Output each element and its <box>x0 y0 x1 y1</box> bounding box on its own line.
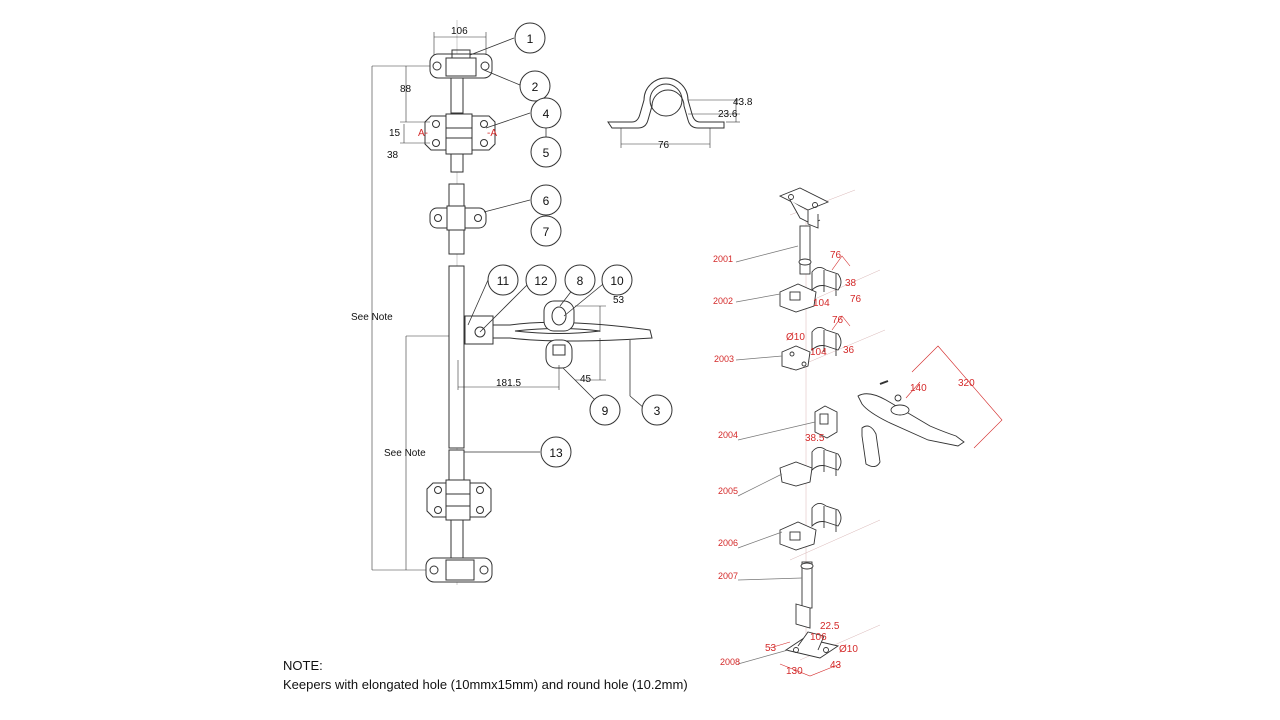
dim-15: 15 <box>389 128 401 139</box>
part-label-2001: 2001 <box>713 254 733 264</box>
balloon-label-10: 10 <box>610 274 624 288</box>
see-note-2: See Note <box>384 448 426 459</box>
balloon-label-9: 9 <box>602 404 609 418</box>
dim-phi10: Ø10 <box>786 332 805 343</box>
section-dimensions: 43.8 23.6 76 <box>658 97 753 151</box>
balloon-label-3: 3 <box>654 404 661 418</box>
balloon-label-8: 8 <box>577 274 584 288</box>
dim-38-5: 38.5 <box>805 433 825 444</box>
part-2006-bearing <box>779 503 842 551</box>
balloon-1 <box>514 22 546 54</box>
see-note-1: See Note <box>351 312 393 323</box>
assembly-dimensions: 106 88 15 38 A- -A See Note See Note 53 … <box>351 26 625 459</box>
dim-e104b: 104 <box>810 347 827 358</box>
dim-106: 106 <box>810 632 827 643</box>
dim-e53: 53 <box>765 643 777 654</box>
balloon-label-7: 7 <box>543 225 550 239</box>
dim-e36: 36 <box>843 345 855 356</box>
dim-22-5: 22.5 <box>820 621 840 632</box>
balloon-label-5: 5 <box>543 146 550 160</box>
balloon-label-1: 1 <box>527 32 534 46</box>
exploded-dimensions: 76 38 104 76 76 Ø10 104 36 140 320 38.5 … <box>765 250 975 677</box>
note-text: Keepers with elongated hole (10mmx15mm) … <box>283 677 688 692</box>
handle-assembly <box>464 300 653 369</box>
dim-e76b: 76 <box>850 294 862 305</box>
balloon-label-4: 4 <box>543 107 550 121</box>
part-2004-lock <box>814 380 965 467</box>
dim-181: 181.5 <box>496 378 521 389</box>
part-2003-bracket <box>781 327 842 371</box>
balloon-13 <box>540 436 572 468</box>
dim-76: 76 <box>658 140 670 151</box>
dim-320: 320 <box>958 378 975 389</box>
balloon-9 <box>589 394 621 426</box>
part-label-2004: 2004 <box>718 430 738 440</box>
balloon-3 <box>641 394 673 426</box>
dim-e38: 38 <box>845 278 857 289</box>
dim-e104a: 104 <box>813 298 830 309</box>
dim-e76c: 76 <box>832 315 844 326</box>
balloon-label-2: 2 <box>532 80 539 94</box>
exploded-view <box>735 187 1003 677</box>
part-2007-rod <box>795 561 814 629</box>
section-mark-left: A- <box>418 128 428 139</box>
balloon-11 <box>487 264 519 296</box>
dim-45: 45 <box>580 374 592 385</box>
dim-43-8: 43.8 <box>733 97 753 108</box>
dim-88: 88 <box>400 84 412 95</box>
lower-bearing <box>426 479 492 521</box>
section-view <box>607 77 740 148</box>
dim-23-6: 23.6 <box>718 109 738 120</box>
dim-top-width: 106 <box>451 26 468 37</box>
part-label-2005: 2005 <box>718 486 738 496</box>
balloon-label-6: 6 <box>543 194 550 208</box>
dim-53: 53 <box>613 295 625 306</box>
dim-43: 43 <box>830 660 842 671</box>
part-label-2003: 2003 <box>714 354 734 364</box>
drawing-note: NOTE: Keepers with elongated hole (10mmx… <box>283 656 688 694</box>
balloon-8 <box>564 264 596 296</box>
bottom-keeper <box>425 557 493 583</box>
assembly-view <box>371 20 653 585</box>
rod-guide <box>429 205 487 231</box>
balloon-label-13: 13 <box>549 446 563 460</box>
part-label-2006: 2006 <box>718 538 738 548</box>
part-2002-bearing <box>779 267 842 313</box>
note-title: NOTE: <box>283 658 323 673</box>
part-2005-bracket <box>779 447 842 487</box>
balloon-label-11: 11 <box>497 274 510 288</box>
balloon-6 <box>530 184 562 216</box>
part-numbers: 2001 2002 2003 2004 2005 2006 2007 2008 <box>713 254 740 667</box>
balloon-2 <box>519 70 551 102</box>
balloon-7 <box>530 215 562 247</box>
balloon-5 <box>530 136 562 168</box>
part-label-2007: 2007 <box>718 571 738 581</box>
balloon-label-12: 12 <box>534 274 548 288</box>
part-label-2002: 2002 <box>713 296 733 306</box>
dim-140: 140 <box>910 383 927 394</box>
balloon-10 <box>601 264 633 296</box>
upper-bearing <box>424 113 496 155</box>
section-mark-right: -A <box>487 128 497 139</box>
dim-130: 130 <box>786 666 803 677</box>
part-2001-keeper <box>778 187 830 275</box>
part-2008-keeper <box>784 631 840 659</box>
top-keeper <box>429 49 493 79</box>
dim-e76a: 76 <box>830 250 842 261</box>
balloon-12 <box>525 264 557 296</box>
balloons: 1 2 3 4 5 6 7 8 9 10 11 12 13 <box>487 22 673 468</box>
part-label-2008: 2008 <box>720 657 740 667</box>
dim-38: 38 <box>387 150 399 161</box>
balloon-4 <box>530 97 562 129</box>
dim-phi10b: Ø10 <box>839 644 858 655</box>
